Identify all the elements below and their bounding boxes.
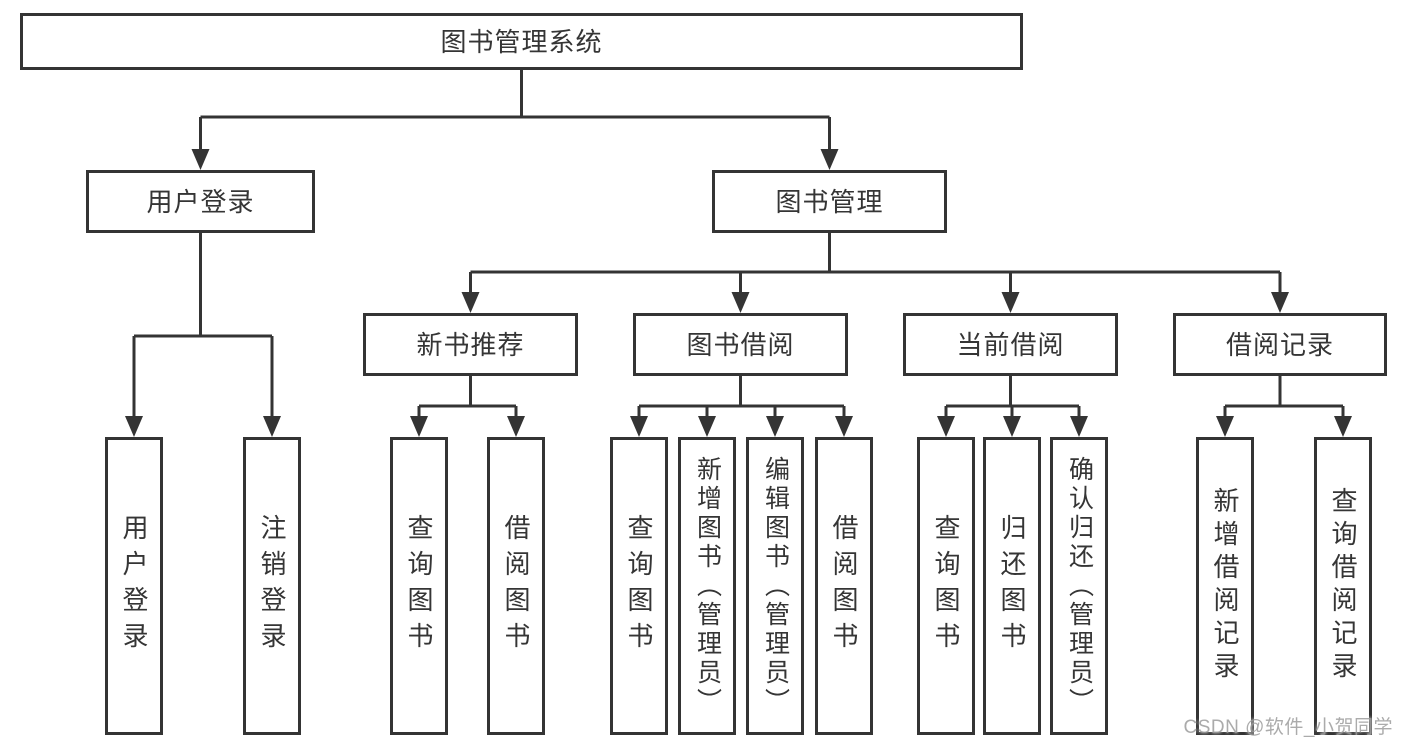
node-leaf-user-login: 用户登录 [105,437,163,735]
node-leaf-current-return-books: 归还图书 [983,437,1041,735]
node-system-root: 图书管理系统 [20,13,1023,70]
node-borrowing-records: 借阅记录 [1173,313,1387,376]
node-leaf-recommend-borrow-books: 借阅图书 [487,437,545,735]
node-leaf-records-query-record: 查询借阅记录 [1314,437,1372,735]
node-leaf-borrowing-query-books: 查询图书 [610,437,668,735]
node-leaf-current-query-books: 查询图书 [917,437,975,735]
node-book-management: 图书管理 [712,170,947,233]
node-current-borrowing: 当前借阅 [903,313,1118,376]
node-leaf-current-confirm-return-admin: 确认归还（管理员） [1050,437,1108,735]
connector-new-book-recommend-to-leaves [410,376,525,437]
node-leaf-borrowing-borrow-books: 借阅图书 [815,437,873,735]
csdn-watermark: CSDN @软件_小贺同学 [1183,717,1393,738]
node-book-borrowing: 图书借阅 [633,313,848,376]
connector-book-borrowing-to-leaves [630,376,853,437]
connector-borrowing-records-to-leaves [1216,376,1352,437]
node-user-login: 用户登录 [86,170,315,233]
connector-user-login-to-leaves [125,233,281,437]
node-leaf-records-add-record: 新增借阅记录 [1196,437,1254,735]
node-leaf-recommend-query-books: 查询图书 [390,437,448,735]
node-leaf-logout: 注销登录 [243,437,301,735]
connector-root-to-level2 [191,70,839,170]
node-leaf-borrowing-add-books-admin: 新增图书（管理员） [678,437,736,735]
connector-current-borrowing-to-leaves [937,376,1088,437]
connector-book-management-to-level3 [461,233,1289,313]
node-leaf-borrowing-edit-books-admin: 编辑图书（管理员） [746,437,804,735]
node-new-book-recommend: 新书推荐 [363,313,578,376]
